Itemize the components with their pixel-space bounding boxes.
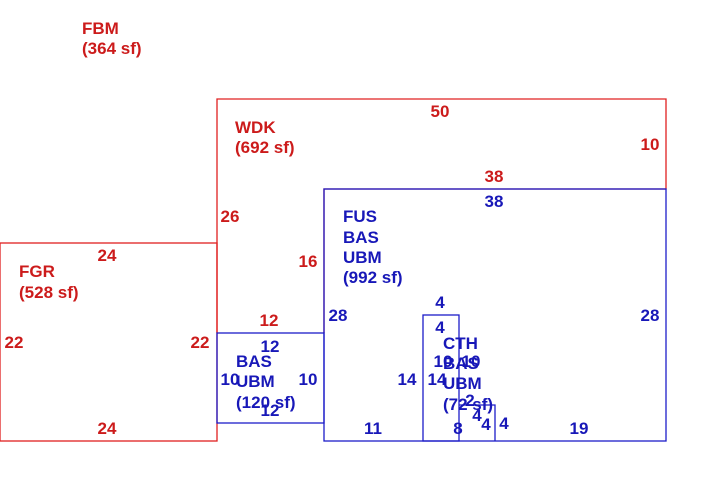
dim-cth-top-outer: 4 bbox=[435, 293, 445, 312]
fgr-label-line2: (528 sf) bbox=[19, 283, 79, 302]
red-dimensions: 50 10 26 16 38 12 24 24 22 22 bbox=[5, 102, 660, 438]
cth-outline bbox=[422, 314, 460, 442]
dim-cth-step-2: 2 bbox=[465, 391, 474, 410]
dim-cth-step-bottom: 4 bbox=[481, 415, 491, 434]
dim-fus-bottom-left: 11 bbox=[364, 419, 382, 438]
dim-fgr-top: 24 bbox=[98, 246, 117, 265]
dim-cth-top-inner: 4 bbox=[435, 318, 445, 337]
wdk-label-line1: WDK bbox=[235, 118, 276, 137]
cth-step-outline bbox=[459, 404, 496, 441]
blue-dimensions: 38 28 28 11 19 12 10 10 12 4 4 14 14 10 … bbox=[221, 192, 660, 438]
dim-fgr-left: 22 bbox=[5, 333, 24, 352]
fbm-label-line2: (364 sf) bbox=[82, 39, 142, 58]
dim-bas-right: 10 bbox=[299, 370, 318, 389]
dim-fus-top: 38 bbox=[485, 192, 504, 211]
dim-cth-left-outer: 14 bbox=[398, 370, 417, 389]
dim-fgr-bottom: 24 bbox=[98, 419, 117, 438]
dim-bas-left: 10 bbox=[221, 370, 240, 389]
dim-cth-step-side: 4 bbox=[499, 414, 509, 433]
bas-label-line3: (120 sf) bbox=[236, 393, 296, 412]
fbm-label-line1: FBM bbox=[82, 19, 119, 38]
red-outlines bbox=[0, 98, 667, 442]
bas-label-line1: BAS bbox=[236, 352, 272, 371]
dim-wdk-left: 26 bbox=[221, 207, 240, 226]
wdk-label-line2: (692 sf) bbox=[235, 138, 295, 157]
fbm-label: FBM (364 sf) bbox=[82, 19, 142, 58]
fus-label-line4: (992 sf) bbox=[343, 268, 403, 287]
dim-cth-step-left: 10 bbox=[434, 352, 453, 371]
fus-label-line3: UBM bbox=[343, 248, 382, 267]
bas-label-line2: UBM bbox=[236, 372, 275, 391]
dim-wdk-inner-left: 16 bbox=[299, 252, 318, 271]
dim-bas-bottom: 12 bbox=[261, 401, 280, 420]
dim-wdk-bottom: 12 bbox=[260, 311, 279, 330]
bas-outline bbox=[216, 332, 325, 424]
dim-cth-left-inner: 14 bbox=[428, 370, 447, 389]
dim-fgr-right: 22 bbox=[191, 333, 210, 352]
blue-outlines bbox=[216, 188, 667, 442]
dim-wdk-inner-bottom: 38 bbox=[485, 167, 504, 186]
dim-cth-step-top: 4 bbox=[472, 406, 482, 425]
cth-label-line1: CTH bbox=[443, 334, 478, 353]
bas-label: BAS UBM (120 sf) bbox=[236, 352, 296, 412]
dim-fus-left: 28 bbox=[329, 306, 348, 325]
cth-label-line4: (72 sf) bbox=[443, 395, 493, 414]
dim-cth-bottom: 8 bbox=[453, 419, 462, 438]
dim-wdk-right: 10 bbox=[641, 135, 660, 154]
fus-label-line1: FUS bbox=[343, 207, 377, 226]
dim-wdk-top: 50 bbox=[431, 102, 450, 121]
cth-label-line3: UBM bbox=[443, 374, 482, 393]
wdk-label: WDK (692 sf) bbox=[235, 118, 295, 157]
dim-fus-right: 28 bbox=[641, 306, 660, 325]
fus-outline bbox=[323, 188, 667, 442]
fus-label-line2: BAS bbox=[343, 228, 379, 247]
fus-label: FUS BAS UBM (992 sf) bbox=[343, 207, 403, 287]
fgr-label: FGR (528 sf) bbox=[19, 262, 79, 302]
dim-cth-step-right: 10 bbox=[462, 352, 481, 371]
dim-fus-bottom-right: 19 bbox=[570, 419, 589, 438]
dim-bas-top: 12 bbox=[261, 337, 280, 356]
cth-label-line2: BAS bbox=[443, 354, 479, 373]
cth-label: CTH BAS UBM (72 sf) bbox=[443, 334, 493, 414]
fgr-label-line1: FGR bbox=[19, 262, 55, 281]
